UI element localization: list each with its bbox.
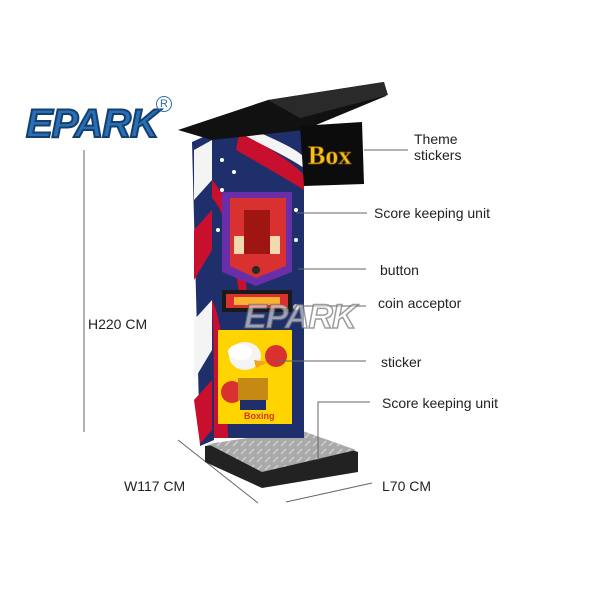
- length-dimension-label: L70 CM: [382, 478, 432, 494]
- cabinet-side: [192, 132, 214, 446]
- callout-button: button: [380, 262, 419, 278]
- callout-theme-line1: Theme: [414, 131, 458, 147]
- watermark-logo: EPARK: [243, 297, 357, 337]
- callout-score-keeping-unit: Score keeping unit: [374, 205, 490, 221]
- brand-logo-text: EPARK: [25, 101, 160, 147]
- callout-theme-line2: stickers: [414, 147, 462, 163]
- length-dimension-line: [285, 482, 373, 503]
- callout-theme-stickers: Theme stickers: [414, 131, 461, 163]
- registered-mark: R: [156, 96, 172, 112]
- width-dimension-line: [177, 439, 259, 504]
- boxing-glove-icon: [265, 345, 287, 367]
- header-sign-text: Box: [308, 141, 351, 170]
- bottom-sign-text: Boxing: [244, 411, 275, 421]
- header-sign: [300, 122, 364, 186]
- callout-sticker: sticker: [381, 354, 422, 370]
- callout-coin-acceptor: coin acceptor: [378, 295, 462, 311]
- width-dimension-label: W117 CM: [124, 478, 186, 494]
- height-dimension-label: H220 CM: [88, 316, 148, 332]
- start-button: [252, 266, 260, 274]
- callout-lines: [276, 149, 408, 460]
- base-tread-plate: [208, 430, 356, 472]
- brand-logo: EPARK R: [22, 96, 172, 156]
- callout-score-keeping-unit-2: Score keeping unit: [382, 395, 498, 411]
